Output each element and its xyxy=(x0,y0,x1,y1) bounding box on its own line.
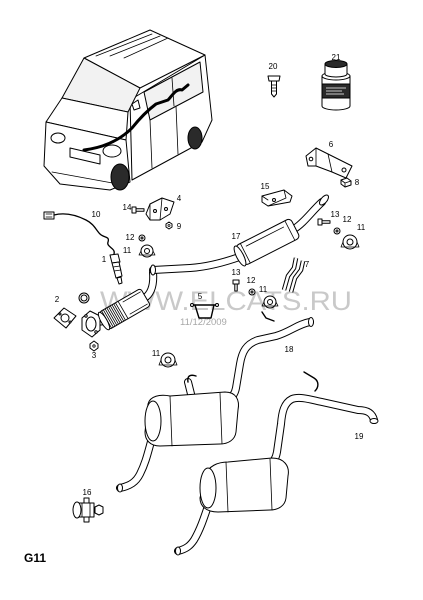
callout-7: 7 xyxy=(305,260,310,269)
part-14-bolt xyxy=(131,206,145,214)
callout-5: 5 xyxy=(198,292,203,301)
part-19-rear-pipe xyxy=(264,371,379,470)
hanger-group-left xyxy=(138,234,156,258)
upper-rear-muffler xyxy=(144,391,239,447)
part-3-nut xyxy=(89,340,99,352)
part-4-bracket xyxy=(145,197,175,221)
callout-1: 1 xyxy=(102,255,107,264)
car-headlight-left xyxy=(50,132,66,144)
car-headlight-right xyxy=(102,144,122,158)
front-pipe-flange xyxy=(81,310,101,338)
part-18-intermediate-pipe xyxy=(222,311,314,405)
car-roof-rails xyxy=(95,33,169,59)
car-bumper-line xyxy=(51,171,119,185)
callout-11-middle: 11 xyxy=(259,285,268,294)
callout-11-left: 11 xyxy=(123,246,132,255)
callout-2: 2 xyxy=(55,295,60,304)
callout-labels: 20 21 6 8 15 4 14 9 10 13 12 11 12 11 17… xyxy=(55,53,366,497)
callout-6: 6 xyxy=(329,140,334,149)
hanger-group-middle xyxy=(232,279,279,309)
car-grille xyxy=(69,147,101,165)
callout-12-middle: 12 xyxy=(247,276,256,285)
part-6-bracket xyxy=(305,147,353,179)
sealing-ring xyxy=(78,292,90,304)
callout-20: 20 xyxy=(269,62,278,71)
callout-8: 8 xyxy=(355,178,360,187)
part-5-clamp xyxy=(190,303,219,319)
callout-4: 4 xyxy=(177,194,182,203)
part-8-nut xyxy=(340,177,352,188)
callout-12-right: 12 xyxy=(343,215,352,224)
callout-15: 15 xyxy=(261,182,270,191)
callout-14: 14 xyxy=(123,203,132,212)
callout-19: 19 xyxy=(355,432,364,441)
callout-13-right: 13 xyxy=(331,210,340,219)
callout-16: 16 xyxy=(83,488,92,497)
part-20-stud xyxy=(267,75,281,98)
watermark-date: 11/12/2009 xyxy=(180,317,227,328)
hanger-group-right xyxy=(317,218,360,250)
part-9-nut xyxy=(165,221,173,230)
callout-11-right: 11 xyxy=(357,223,366,232)
part-2-gasket xyxy=(53,307,77,329)
callout-11-lower: 11 xyxy=(152,349,161,358)
car-exhaust-highlight xyxy=(82,83,190,152)
center-pipe-flange xyxy=(150,194,329,276)
callout-9: 9 xyxy=(177,222,182,231)
lower-rear-muffler xyxy=(199,457,289,513)
part-21-sealing-paste-tin xyxy=(321,60,351,111)
car-mirror xyxy=(131,99,141,111)
part-1-oxygen-sensor xyxy=(109,253,123,285)
callout-10: 10 xyxy=(92,210,101,219)
callout-13-middle: 13 xyxy=(232,268,241,277)
sheet-code: G11 xyxy=(24,551,46,565)
lower-rear-tailpipe xyxy=(174,502,212,556)
car-front-wheel xyxy=(110,163,130,191)
callout-18: 18 xyxy=(285,345,294,354)
part-15-bracket xyxy=(261,189,293,207)
callout-12-left: 12 xyxy=(126,233,135,242)
car-rear-wheel xyxy=(187,126,203,150)
part-16-pipe-connector xyxy=(72,497,104,523)
callout-21: 21 xyxy=(332,53,341,62)
vehicle-illustration xyxy=(43,29,213,191)
callout-17: 17 xyxy=(232,232,241,241)
part-7-strap xyxy=(281,257,306,293)
hanger-lower xyxy=(158,352,178,368)
part-10-sensor-cable xyxy=(43,211,115,255)
part-17-center-muffler xyxy=(233,218,300,267)
callout-3: 3 xyxy=(92,351,97,360)
catalytic-converter xyxy=(97,288,150,331)
